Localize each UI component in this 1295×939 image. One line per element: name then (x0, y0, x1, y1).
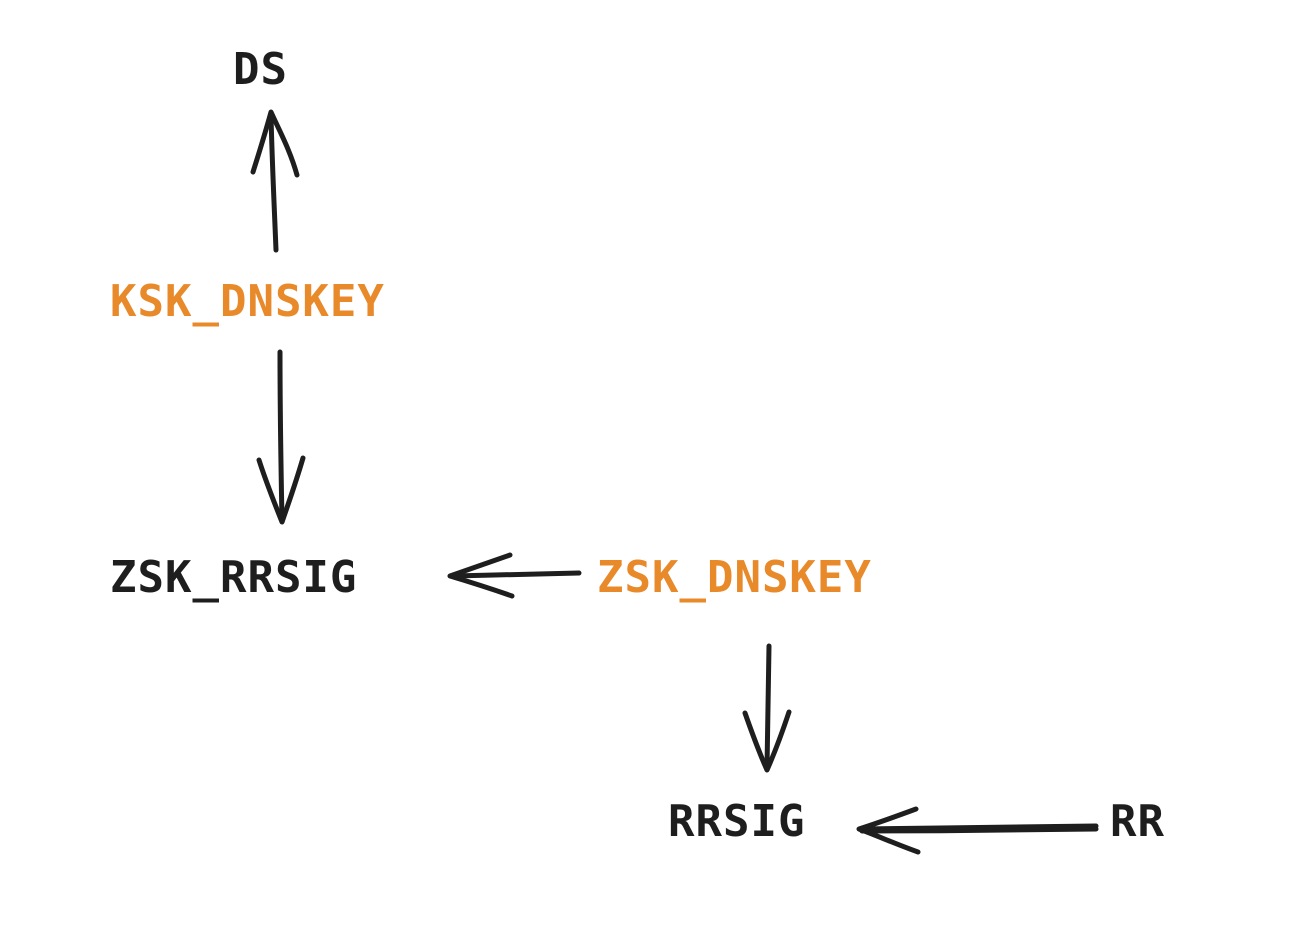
arrow-ksk-dnskey-to-ds (250, 109, 300, 253)
arrow-ksk-dnskey-to-zsk-rrsig (256, 349, 306, 525)
arrow-zsk-dnskey-to-rrsig (742, 643, 792, 773)
node-zsk-dnskey: ZSK_DNSKEY (597, 552, 872, 603)
node-zsk-rrsig: ZSK_RRSIG (110, 552, 358, 603)
node-ds: DS (233, 44, 288, 95)
arrow-rr-to-rrsig (856, 806, 1099, 855)
node-rrsig: RRSIG (668, 796, 806, 847)
arrow-zsk-dnskey-to-zsk-rrsig (447, 552, 582, 599)
node-ksk-dnskey: KSK_DNSKEY (110, 276, 385, 327)
node-rr: RR (1110, 796, 1165, 847)
